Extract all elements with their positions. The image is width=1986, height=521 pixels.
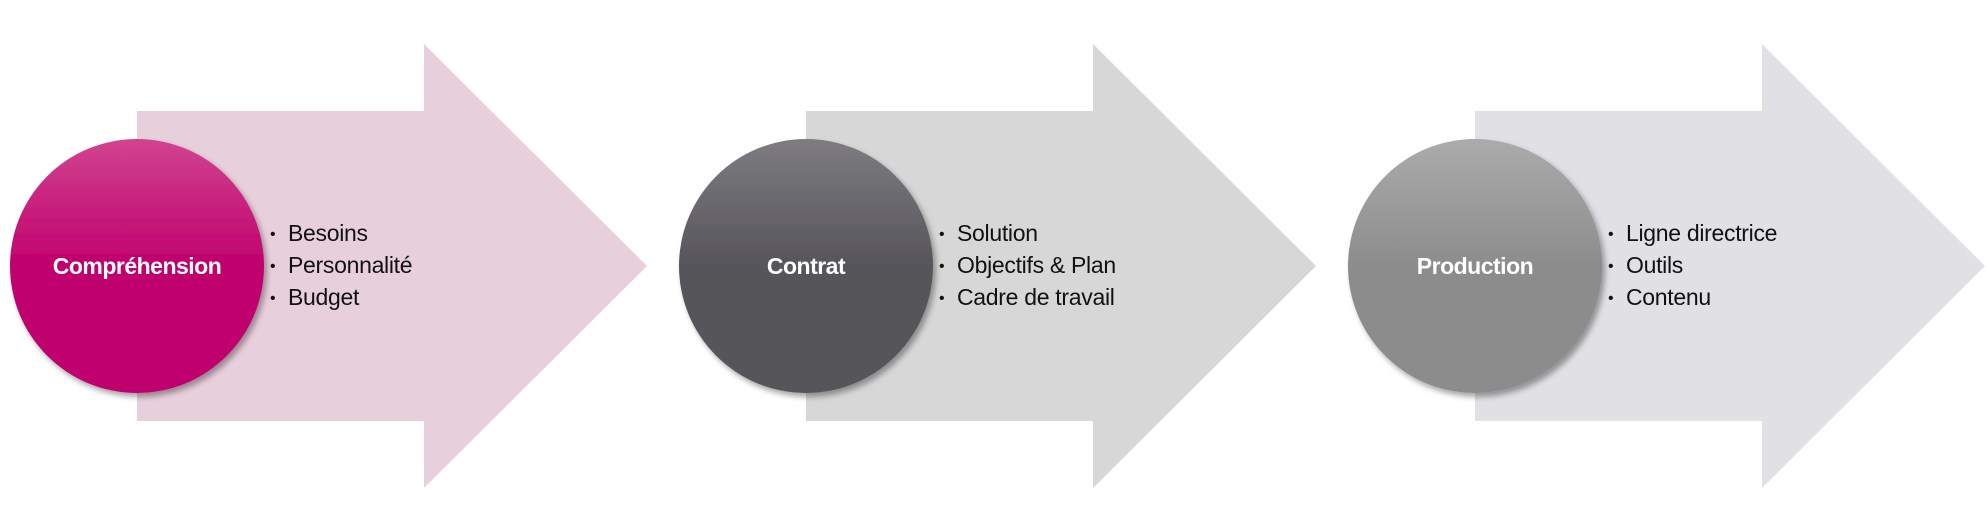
stage-comprehension: Compréhension Besoins Personnalité Budge… bbox=[0, 0, 669, 521]
list-item: Contenu bbox=[1608, 282, 1777, 314]
stage-title: Production bbox=[1416, 252, 1534, 279]
list-item: Solution bbox=[939, 218, 1116, 250]
list-item: Cadre de travail bbox=[939, 282, 1116, 314]
stage-title: Compréhension bbox=[52, 252, 222, 279]
list-item: Outils bbox=[1608, 250, 1777, 282]
list-item: Personnalité bbox=[270, 250, 413, 282]
list-item: Ligne directrice bbox=[1608, 218, 1777, 250]
stage-items: Ligne directrice Outils Contenu bbox=[1608, 218, 1777, 314]
stage-circle bbox=[679, 139, 933, 393]
list-item: Budget bbox=[270, 282, 412, 314]
stage-circle bbox=[10, 139, 264, 393]
stage-items: Besoins Personnalité Budget bbox=[270, 218, 413, 314]
stage-production: Production Ligne directrice Outils Conte… bbox=[1338, 0, 1986, 521]
stage-circle bbox=[1348, 139, 1602, 393]
stage-items: Solution Objectifs & Plan Cadre de trava… bbox=[939, 218, 1116, 314]
stage-title: Contrat bbox=[766, 252, 846, 279]
list-item: Objectifs & Plan bbox=[939, 250, 1116, 282]
list-item: Besoins bbox=[270, 218, 412, 250]
stage-contrat: Contrat Solution Objectifs & Plan Cadre … bbox=[669, 0, 1338, 521]
